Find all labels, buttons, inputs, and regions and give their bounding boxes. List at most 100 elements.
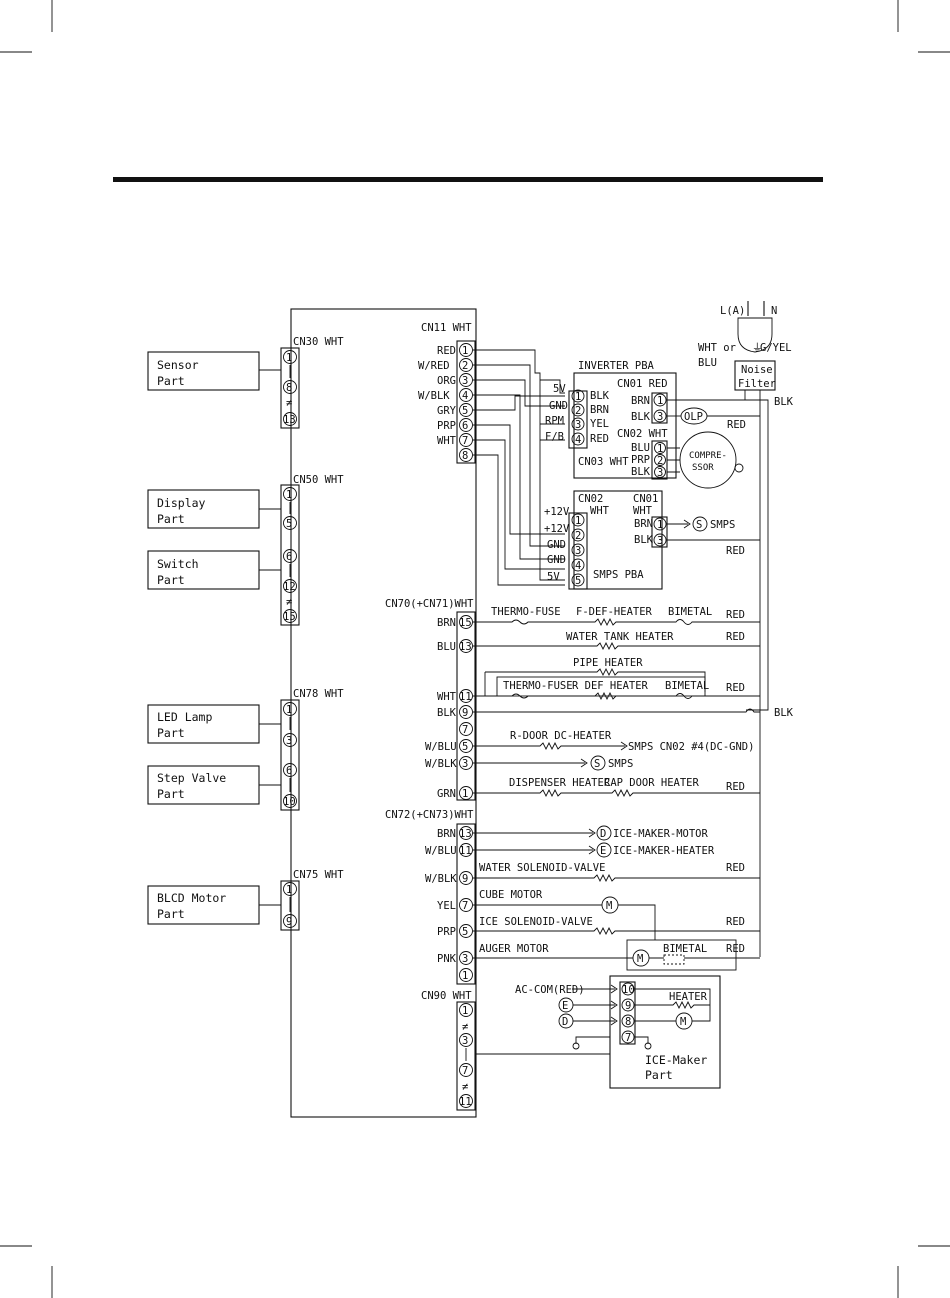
svg-text:⏚: ⏚ (752, 342, 763, 354)
svg-text:Part: Part (157, 512, 185, 526)
svg-text:12: 12 (283, 581, 296, 593)
main-pcb-box (290, 308, 477, 1118)
svg-text:D: D (600, 828, 606, 840)
svg-text:RPM: RPM (545, 415, 564, 427)
cn72-connector: CN72(+CN73)WHT 13 11 9 7 5 3 1 BRN W/BLU… (385, 809, 476, 985)
svg-text:COMPRE-: COMPRE- (689, 451, 727, 461)
cn70-connector: CN70(+CN71)WHT 15 13 11 9 7 5 3 1 BRN BL… (385, 598, 476, 801)
svg-text:BLK: BLK (774, 707, 794, 719)
svg-text:3: 3 (462, 375, 468, 387)
svg-text:6: 6 (462, 420, 468, 432)
svg-text:9: 9 (625, 1000, 631, 1012)
svg-text:1: 1 (657, 395, 663, 407)
svg-text:BLU: BLU (437, 641, 456, 653)
svg-text:11: 11 (459, 845, 472, 857)
svg-text:CN02: CN02 (578, 493, 603, 505)
svg-text:BRN: BRN (437, 828, 456, 840)
svg-text:13: 13 (283, 414, 296, 426)
svg-text:W/BLK: W/BLK (425, 873, 457, 885)
svg-text:1: 1 (657, 519, 663, 531)
svg-text:BRN: BRN (590, 404, 609, 416)
svg-text:4: 4 (462, 390, 468, 402)
svg-text:2: 2 (575, 530, 581, 542)
power-input: L(A) N WHT or BLU ⏚ G/YEL Noise Filter B… (698, 301, 794, 957)
svg-text:5: 5 (462, 405, 468, 417)
svg-text:ICE SOLENOID-VALVE: ICE SOLENOID-VALVE (479, 916, 593, 928)
svg-text:1: 1 (575, 391, 581, 403)
svg-text:WHT: WHT (437, 691, 457, 703)
svg-text:SMPS: SMPS (608, 758, 633, 770)
svg-text:ICE-Maker: ICE-Maker (645, 1053, 707, 1067)
svg-text:PRP: PRP (437, 420, 456, 432)
svg-text:13: 13 (459, 828, 472, 840)
svg-text:CN78 WHT: CN78 WHT (293, 688, 344, 700)
svg-text:Display: Display (157, 496, 206, 510)
svg-text:8: 8 (462, 450, 468, 462)
svg-text:YEL: YEL (437, 900, 456, 912)
svg-text:2: 2 (657, 455, 663, 467)
svg-text:HEATER: HEATER (669, 991, 708, 1003)
svg-text:SMPS CN02 #4(DC-GND): SMPS CN02 #4(DC-GND) (628, 741, 754, 753)
svg-text:3: 3 (462, 758, 468, 770)
svg-text:PRP: PRP (631, 454, 650, 466)
svg-text:BLK: BLK (774, 396, 794, 408)
svg-text:BIMETAL: BIMETAL (663, 943, 707, 955)
cn11-wiring (473, 349, 565, 586)
svg-text:5: 5 (575, 575, 581, 587)
svg-text:5: 5 (462, 741, 468, 753)
svg-text:W/BLK: W/BLK (418, 390, 450, 402)
svg-text:W/BLU: W/BLU (425, 845, 457, 857)
svg-text:6: 6 (286, 551, 292, 563)
svg-text:7: 7 (462, 435, 468, 447)
svg-text:WATER TANK HEATER: WATER TANK HEATER (566, 631, 674, 643)
svg-text:SMPS: SMPS (710, 519, 735, 531)
svg-text:10: 10 (622, 984, 635, 996)
svg-text:10: 10 (283, 796, 296, 808)
svg-text:5: 5 (286, 518, 292, 530)
svg-text:L(A): L(A) (720, 305, 745, 317)
svg-text:3: 3 (575, 419, 581, 431)
svg-text:+12V: +12V (544, 523, 570, 535)
svg-text:Step Valve: Step Valve (157, 771, 226, 785)
svg-text:≠: ≠ (286, 596, 292, 608)
svg-text:3: 3 (657, 411, 663, 423)
icemaker-part: AC-COM(RED) 10 9 8 7 E D HEATER M ICE-Ma… (515, 975, 721, 1089)
svg-text:Part: Part (157, 726, 185, 740)
olp: OLP (667, 399, 760, 425)
svg-text:5: 5 (462, 926, 468, 938)
svg-text:LED Lamp: LED Lamp (157, 710, 212, 724)
svg-text:WHT or: WHT or (698, 342, 736, 354)
svg-text:1: 1 (286, 489, 292, 501)
svg-text:AC-COM(RED): AC-COM(RED) (515, 984, 585, 996)
svg-text:CN11 WHT: CN11 WHT (421, 322, 472, 334)
svg-text:THERMO-FUSE: THERMO-FUSE (491, 606, 561, 618)
cn72-loads: D ICE-MAKER-MOTOR E ICE-MAKER-HEATER WAT… (473, 825, 760, 971)
svg-text:ICE-MAKER-HEATER: ICE-MAKER-HEATER (613, 845, 715, 857)
svg-text:2: 2 (462, 360, 468, 372)
svg-text:SMPS PBA: SMPS PBA (593, 569, 644, 581)
svg-text:BRN: BRN (634, 518, 653, 530)
svg-text:9: 9 (286, 916, 292, 928)
svg-text:CN90 WHT: CN90 WHT (421, 990, 472, 1002)
svg-text:RED: RED (726, 943, 745, 955)
cn30-connector: CN30 WHT 1 8 ≠ 13 (280, 336, 344, 429)
svg-text:1: 1 (462, 788, 468, 800)
svg-text:F/B: F/B (545, 431, 564, 443)
svg-text:WHT: WHT (437, 435, 457, 447)
svg-text:CN75 WHT: CN75 WHT (293, 869, 344, 881)
svg-text:GND: GND (547, 539, 566, 551)
svg-text:1: 1 (286, 884, 292, 896)
svg-text:GRN: GRN (437, 788, 456, 800)
svg-text:BRN: BRN (631, 395, 650, 407)
compressor: COMPRE- SSOR (667, 431, 744, 489)
svg-text:ORG: ORG (437, 375, 456, 387)
svg-text:RED: RED (437, 345, 456, 357)
step-valve-part-block: Step Valve Part (147, 765, 281, 805)
svg-text:RED: RED (726, 781, 745, 793)
svg-text:3: 3 (657, 535, 663, 547)
sensor-part-block: Sensor Part (147, 351, 281, 391)
svg-text:CN01 RED: CN01 RED (617, 378, 668, 390)
svg-text:3: 3 (462, 953, 468, 965)
svg-text:CUBE MOTOR: CUBE MOTOR (479, 889, 543, 901)
display-part-block: Display Part (147, 489, 281, 529)
